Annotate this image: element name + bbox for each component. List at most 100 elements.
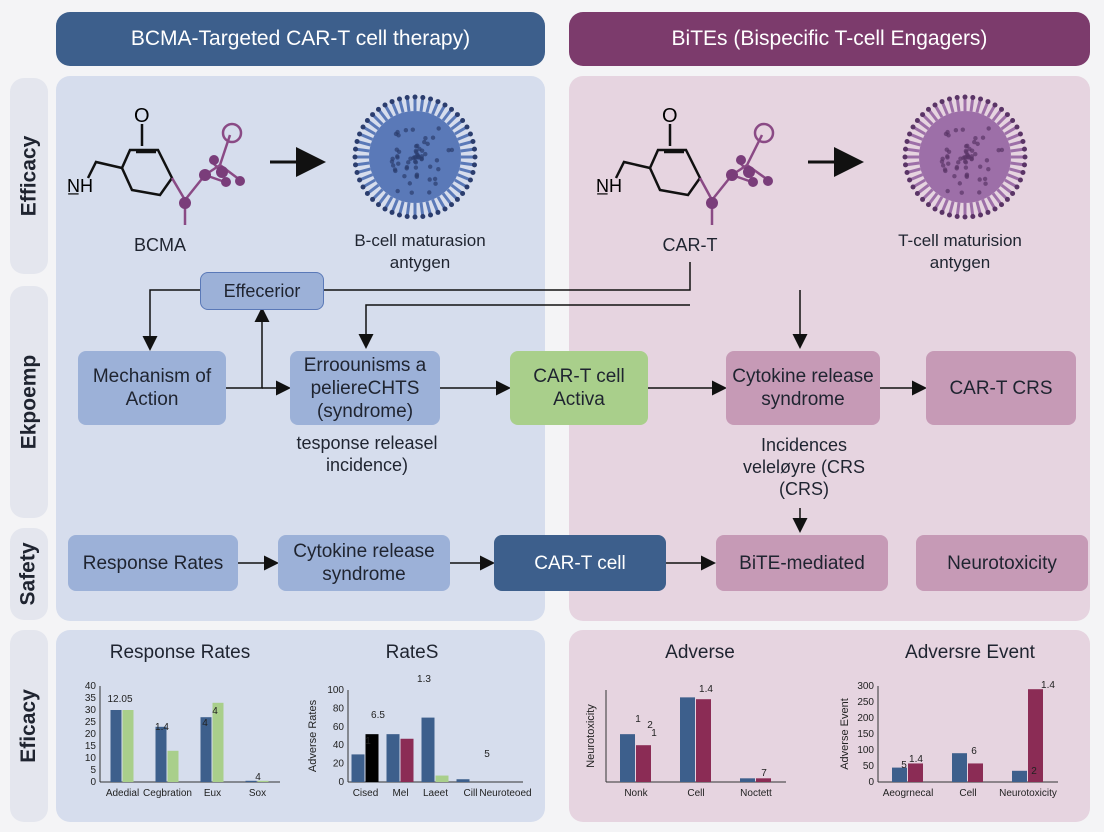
header-bcma-text: BCMA-Targeted CAR-T cell therapy) (130, 27, 471, 50)
cell-spike-tip (970, 95, 976, 101)
cell-dot (972, 139, 977, 145)
cell-dot (396, 149, 402, 154)
cell-dot (956, 160, 961, 165)
cell-spike-tip (360, 184, 366, 190)
cell-spike-tip (910, 124, 916, 130)
cell-spike-tip (470, 138, 476, 144)
bar (245, 780, 257, 782)
bcma-molecule-atoms (179, 155, 245, 209)
cell-spike-tip (464, 124, 470, 130)
erroounisms-box[interactable]: Erroounisms a pelierеCHTS (syndrome) (290, 351, 440, 425)
cart-cell-activa-box[interactable]: CAR-T cell Activa (510, 351, 648, 425)
erroounisms-line3: (syndrome) (316, 400, 414, 422)
bar (122, 710, 134, 782)
cell-spike-tip (442, 102, 448, 108)
bar (155, 726, 167, 782)
y-tick-label: 200 (857, 713, 874, 724)
x-tick-label: Cegbration (143, 788, 192, 799)
cell-dot (395, 155, 400, 160)
bcell-caption-line2: antygen (389, 253, 451, 272)
cell-dot (945, 188, 950, 194)
cell-dot (982, 176, 988, 182)
cell-spike-tip (471, 162, 477, 168)
y-tick-label: 100 (327, 685, 344, 696)
cell-dot (417, 146, 422, 152)
data-label: 6.5 (371, 710, 385, 721)
cell-spike-tip (449, 202, 455, 208)
bar (386, 734, 400, 782)
cell-dot (427, 177, 432, 182)
incidences-line2: veleløyre (CRS (742, 457, 866, 477)
safety-cytokine-box[interactable]: Cytokine release syndrome (278, 535, 450, 591)
cell-spike-tip (382, 206, 388, 212)
cell-dot (975, 141, 980, 147)
tcell-caption-line2: antygen (929, 253, 991, 272)
mechanism-of-action-box[interactable]: Mechanism of Action (78, 351, 226, 425)
cell-dot (969, 156, 974, 161)
cell-spike-tip (1017, 131, 1023, 137)
cell-dot (416, 155, 421, 160)
cell-dot (964, 173, 969, 178)
cell-spike-tip (428, 212, 434, 218)
cell-spike-tip (420, 213, 426, 219)
row-label-safety: Safety (10, 528, 48, 620)
y-axis-label: Adverse Rates (307, 699, 319, 772)
safety-cart-cell-label: CAR-T cell (534, 552, 626, 574)
cell-dot (396, 161, 401, 166)
cell-dot (403, 128, 409, 133)
cell-dot (952, 173, 957, 179)
cell-dot (427, 190, 432, 195)
cell-spike-tip (970, 213, 976, 219)
cell-spike-tip (978, 96, 984, 102)
cell-dot (983, 181, 988, 186)
effecerior-box[interactable]: Effecerior (200, 272, 324, 310)
cell-dot (404, 164, 410, 170)
cell-dot (957, 181, 963, 186)
cart-crs-box[interactable]: CAR-T CRS (926, 351, 1076, 425)
cell-dot (963, 160, 969, 165)
cell-spike-tip (357, 131, 363, 137)
response-rates-box[interactable]: Response Rates (68, 535, 238, 591)
cytokine-release-box[interactable]: Cytokine release syndrome (726, 351, 880, 425)
cell-dot (986, 166, 991, 172)
bcell-caption-line1: B-cell maturasion (354, 231, 486, 250)
cell-spike-tip (1021, 162, 1027, 168)
cell-spike-tip (1014, 184, 1020, 190)
cell-spike-tip (471, 146, 477, 152)
cell-dot (960, 127, 966, 132)
cart-o-label: O (662, 105, 678, 127)
cell-dot (409, 190, 414, 195)
cart-caption: CAR-T (662, 235, 718, 255)
row-label-efficacy-bottom: Eficacy (10, 630, 48, 822)
cell-dot (945, 155, 950, 160)
cell-dot (999, 147, 1005, 153)
cell-spike-tip (904, 170, 910, 176)
cell-dot (940, 163, 946, 168)
data-label: 1.4 (699, 684, 713, 695)
cell-dot (427, 164, 433, 169)
cell-spike-tip (1010, 191, 1016, 197)
bar (636, 745, 651, 782)
cell-dot (430, 135, 436, 140)
x-tick-label: Nonk (624, 788, 648, 799)
neurotoxicity-box[interactable]: Neurotoxicity (916, 535, 1088, 591)
x-tick-label: Cell (687, 788, 704, 799)
cart-nh-label: N̲H (596, 176, 622, 196)
y-axis-label: Adverse Event (839, 698, 851, 770)
cell-spike-tip (920, 196, 926, 202)
row-label-mechanism: Ekpoemp (10, 286, 48, 518)
mechanism-of-action-label: Mechanism of Action (92, 366, 212, 410)
safety-cart-cell-box[interactable]: CAR-T cell (494, 535, 666, 591)
y-tick-label: 60 (333, 722, 345, 733)
data-label: 1 (365, 736, 371, 747)
data-label: 1.4 (909, 754, 923, 765)
y-tick-label: 40 (333, 740, 345, 751)
cell-spike-tip (939, 99, 945, 105)
bite-mediated-box[interactable]: BiTE-mediated (716, 535, 888, 591)
cell-spike-tip (914, 191, 920, 197)
cell-dot (946, 149, 952, 154)
cell-dot (393, 131, 399, 137)
y-tick-label: 20 (85, 729, 97, 740)
